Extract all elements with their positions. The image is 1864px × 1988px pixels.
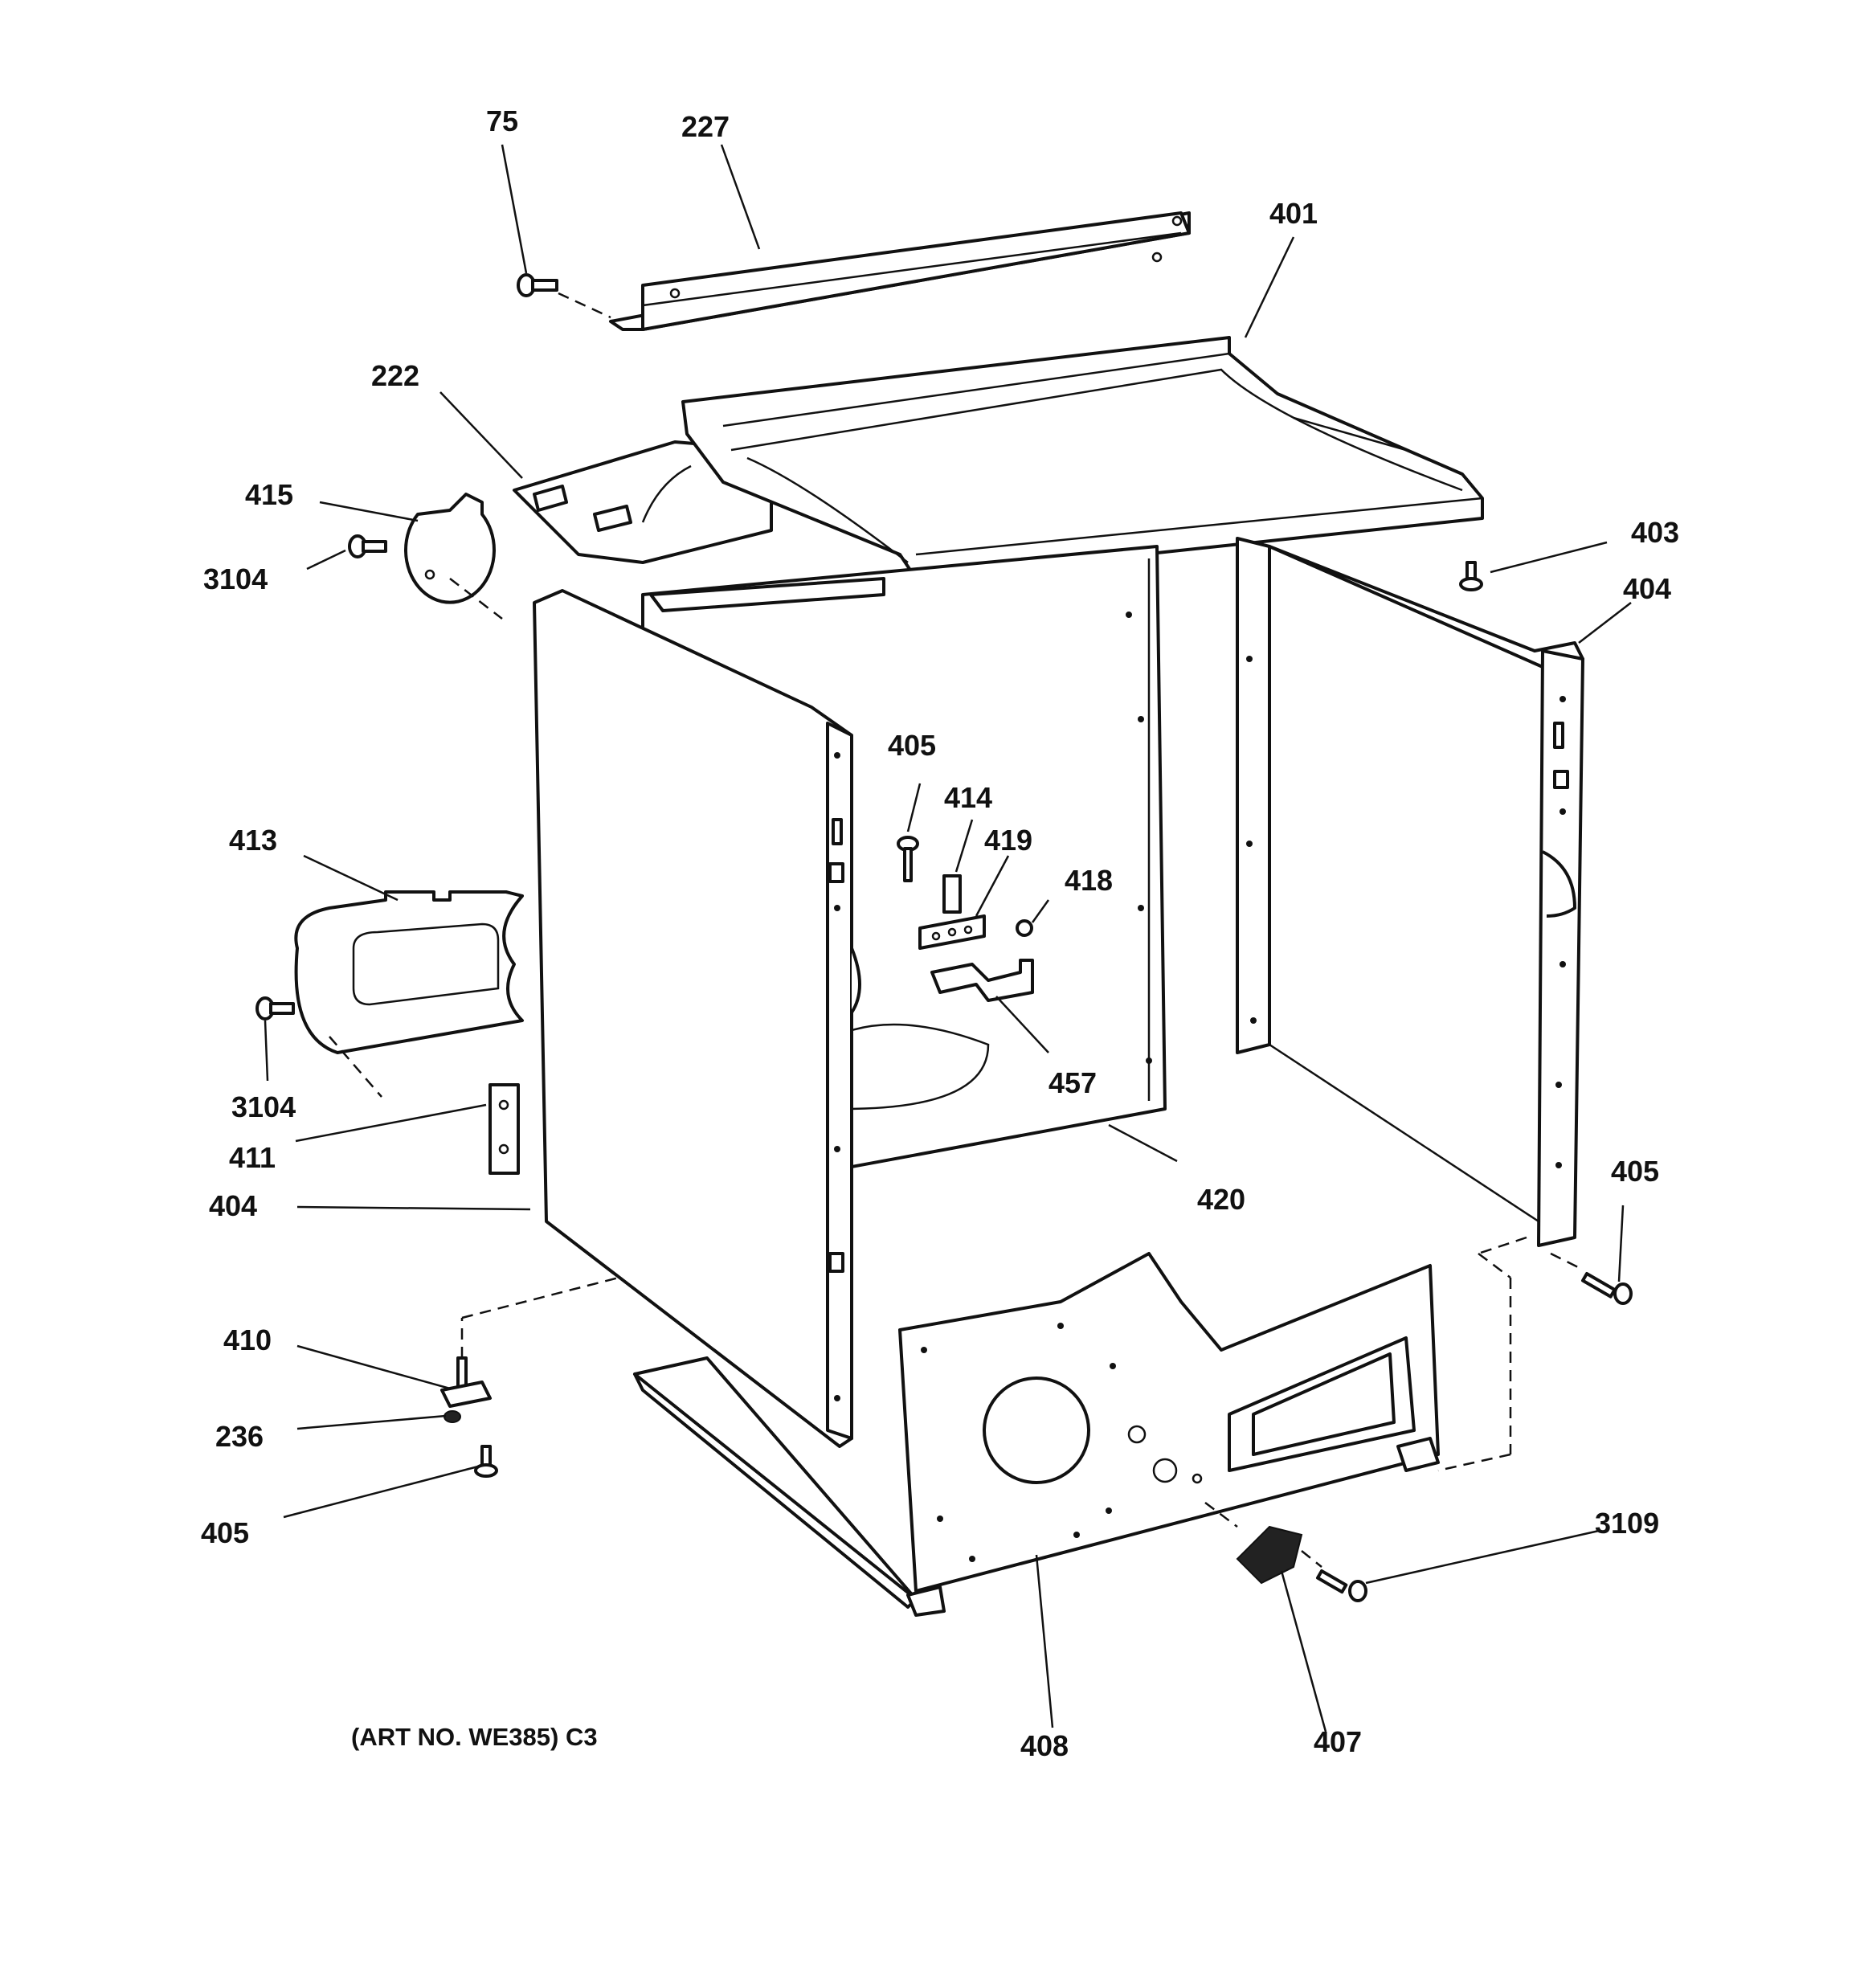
part-3104-screw-top xyxy=(348,534,387,558)
label-404-right: 404 xyxy=(1623,572,1671,605)
part-457-bracket xyxy=(930,959,1034,1002)
label-401: 401 xyxy=(1269,197,1318,230)
part-411-bracket xyxy=(488,1083,520,1175)
part-227-top-rail xyxy=(609,211,1191,331)
label-414: 414 xyxy=(944,781,992,814)
label-404-left: 404 xyxy=(209,1189,257,1222)
part-405-screw-lower xyxy=(474,1445,498,1478)
label-420: 420 xyxy=(1197,1183,1245,1216)
art-number-caption: (ART NO. WE385) C3 xyxy=(351,1723,598,1751)
part-75-screw xyxy=(517,273,611,319)
part-222-bracket xyxy=(513,440,773,564)
label-75: 75 xyxy=(486,104,518,137)
part-404-left-side-panel xyxy=(533,589,861,1448)
label-222: 222 xyxy=(371,359,419,392)
part-3109-screw xyxy=(1301,1550,1367,1602)
part-405-screw-right xyxy=(1437,1236,1633,1472)
label-405-upper: 405 xyxy=(888,729,936,762)
part-3104-screw-bottom xyxy=(255,996,295,1021)
label-236: 236 xyxy=(215,1420,264,1453)
part-405-screw-upper xyxy=(897,836,919,882)
label-413: 413 xyxy=(229,824,277,857)
label-419: 419 xyxy=(984,824,1032,857)
label-405-lower: 405 xyxy=(201,1516,249,1549)
label-408: 408 xyxy=(1020,1729,1069,1762)
label-457: 457 xyxy=(1048,1066,1097,1099)
label-3104-bottom: 3104 xyxy=(231,1090,296,1123)
label-407: 407 xyxy=(1314,1725,1362,1758)
part-419-terminal-block xyxy=(918,914,986,950)
label-405-right: 405 xyxy=(1611,1155,1659,1188)
part-413-panel-cover xyxy=(294,890,524,1098)
label-411: 411 xyxy=(229,1141,276,1174)
part-408-base-front xyxy=(633,1252,1440,1617)
part-414-terminal xyxy=(942,874,962,914)
part-415-vent-cover xyxy=(404,493,503,620)
label-227: 227 xyxy=(681,110,730,143)
part-404-right-side-panel xyxy=(1236,537,1584,1247)
label-418: 418 xyxy=(1065,864,1113,897)
label-410: 410 xyxy=(223,1323,272,1356)
part-401-top-panel xyxy=(681,336,1484,580)
part-410-leg xyxy=(440,1276,619,1408)
label-3104-top: 3104 xyxy=(203,562,268,595)
part-418-nut xyxy=(1016,919,1033,937)
part-number-labels: 75 227 401 222 415 3104 403 404 405 414 … xyxy=(201,104,1679,1762)
part-407-bracket xyxy=(1204,1502,1303,1585)
label-403: 403 xyxy=(1631,516,1679,549)
leader-lines xyxy=(264,144,1632,1732)
label-3109: 3109 xyxy=(1595,1507,1659,1540)
part-403-screw xyxy=(1459,561,1483,591)
label-415: 415 xyxy=(245,478,293,511)
part-236-pad xyxy=(444,1410,461,1423)
